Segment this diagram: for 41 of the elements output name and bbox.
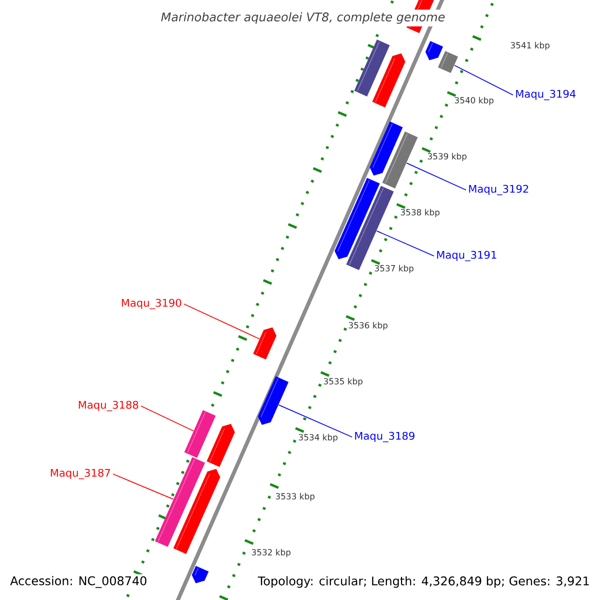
leader-line [454,64,514,96]
tick-label: 3534 kbp [298,434,338,442]
leader-line [406,162,466,190]
gene-block [258,376,289,425]
tick-label: 3536 kbp [348,322,388,330]
gene-block [334,178,380,260]
gene-block [192,566,209,584]
gene-block [184,410,216,458]
gene-block [253,327,276,360]
gene-label: Maqu_3188 [78,400,138,412]
tick-label: 3535 kbp [324,378,362,386]
gene-block [425,40,444,60]
gene-block [154,457,206,547]
gene-block [206,424,235,467]
leader-line [112,474,174,500]
gene-block [346,186,394,270]
tick-label: 3541 kbp [510,42,550,50]
tick-label: 3539 kbp [428,152,466,162]
leader-line [278,404,352,438]
gene-block [382,132,418,188]
tick-label: 3540 kbp [454,96,494,106]
leader-line [376,230,434,256]
gene-block [370,122,403,176]
tick-label: 3532 kbp [252,548,290,558]
gene-label: Maqu_3189 [355,432,414,442]
genome-info-text: Topology: circular; Length: 4,326,849 bp; Genes: 3,921 [256,574,592,590]
gene-block [438,50,458,74]
tick-label: 3538 kbp [400,208,440,218]
tick-label: 3537 kbp [374,264,414,274]
tick-label: 3533 kbp [276,492,314,502]
gene-label: Maqu_3194 [516,90,576,100]
accession-text: Accession: NC_008740 [8,574,149,590]
gene-label: Maqu_3191 [437,250,496,262]
leader-line [184,304,260,340]
gene-label: Maqu_3192 [469,184,528,196]
gene-block [354,40,390,96]
gene-label: Maqu_3190 [122,298,182,310]
gene-block [372,53,406,108]
gene-block [173,468,220,554]
leader-line [140,406,194,432]
gene-label: Maqu_3187 [50,468,110,480]
